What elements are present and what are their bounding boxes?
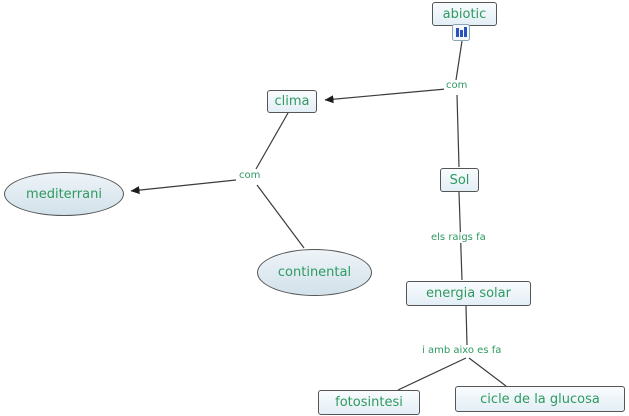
concept-sol[interactable]: Sol xyxy=(440,168,479,192)
concept-energia-solar[interactable]: energia solar xyxy=(406,281,531,306)
edge-energia-to-phrase xyxy=(465,305,468,346)
edge-phrase-to-cicle xyxy=(468,357,507,387)
edge-com-to-continental xyxy=(256,184,305,249)
concept-fotosintesi[interactable]: fotosintesi xyxy=(318,390,420,415)
linking-phrase-els-raigs-fa[interactable]: els raigs fa xyxy=(429,232,488,243)
concept-clima[interactable]: clima xyxy=(267,90,317,113)
edge-com-to-clima xyxy=(324,88,447,104)
concept-mediterrani[interactable]: mediterrani xyxy=(4,172,124,216)
linking-phrase-com-abiotic[interactable]: com xyxy=(444,80,470,91)
edge-com-to-sol xyxy=(456,94,460,168)
concept-cicle-de-la-glucosa[interactable]: cicle de la glucosa xyxy=(455,386,625,412)
linking-phrase-com-clima[interactable]: com xyxy=(237,170,263,181)
concept-abiotic[interactable]: abiotic xyxy=(432,2,497,26)
edge-clima-to-com xyxy=(255,112,289,170)
concept-continental[interactable]: continental xyxy=(257,249,372,296)
edge-com-to-mediterrani xyxy=(130,179,237,195)
linking-phrase-i-amb-aixo-es-fa[interactable]: i amb aixo es fa xyxy=(420,345,504,356)
edge-abiotic-to-com xyxy=(455,40,463,81)
edge-phrase-to-fotosintesi xyxy=(397,357,467,391)
resource-attachment-icon[interactable] xyxy=(452,24,470,41)
